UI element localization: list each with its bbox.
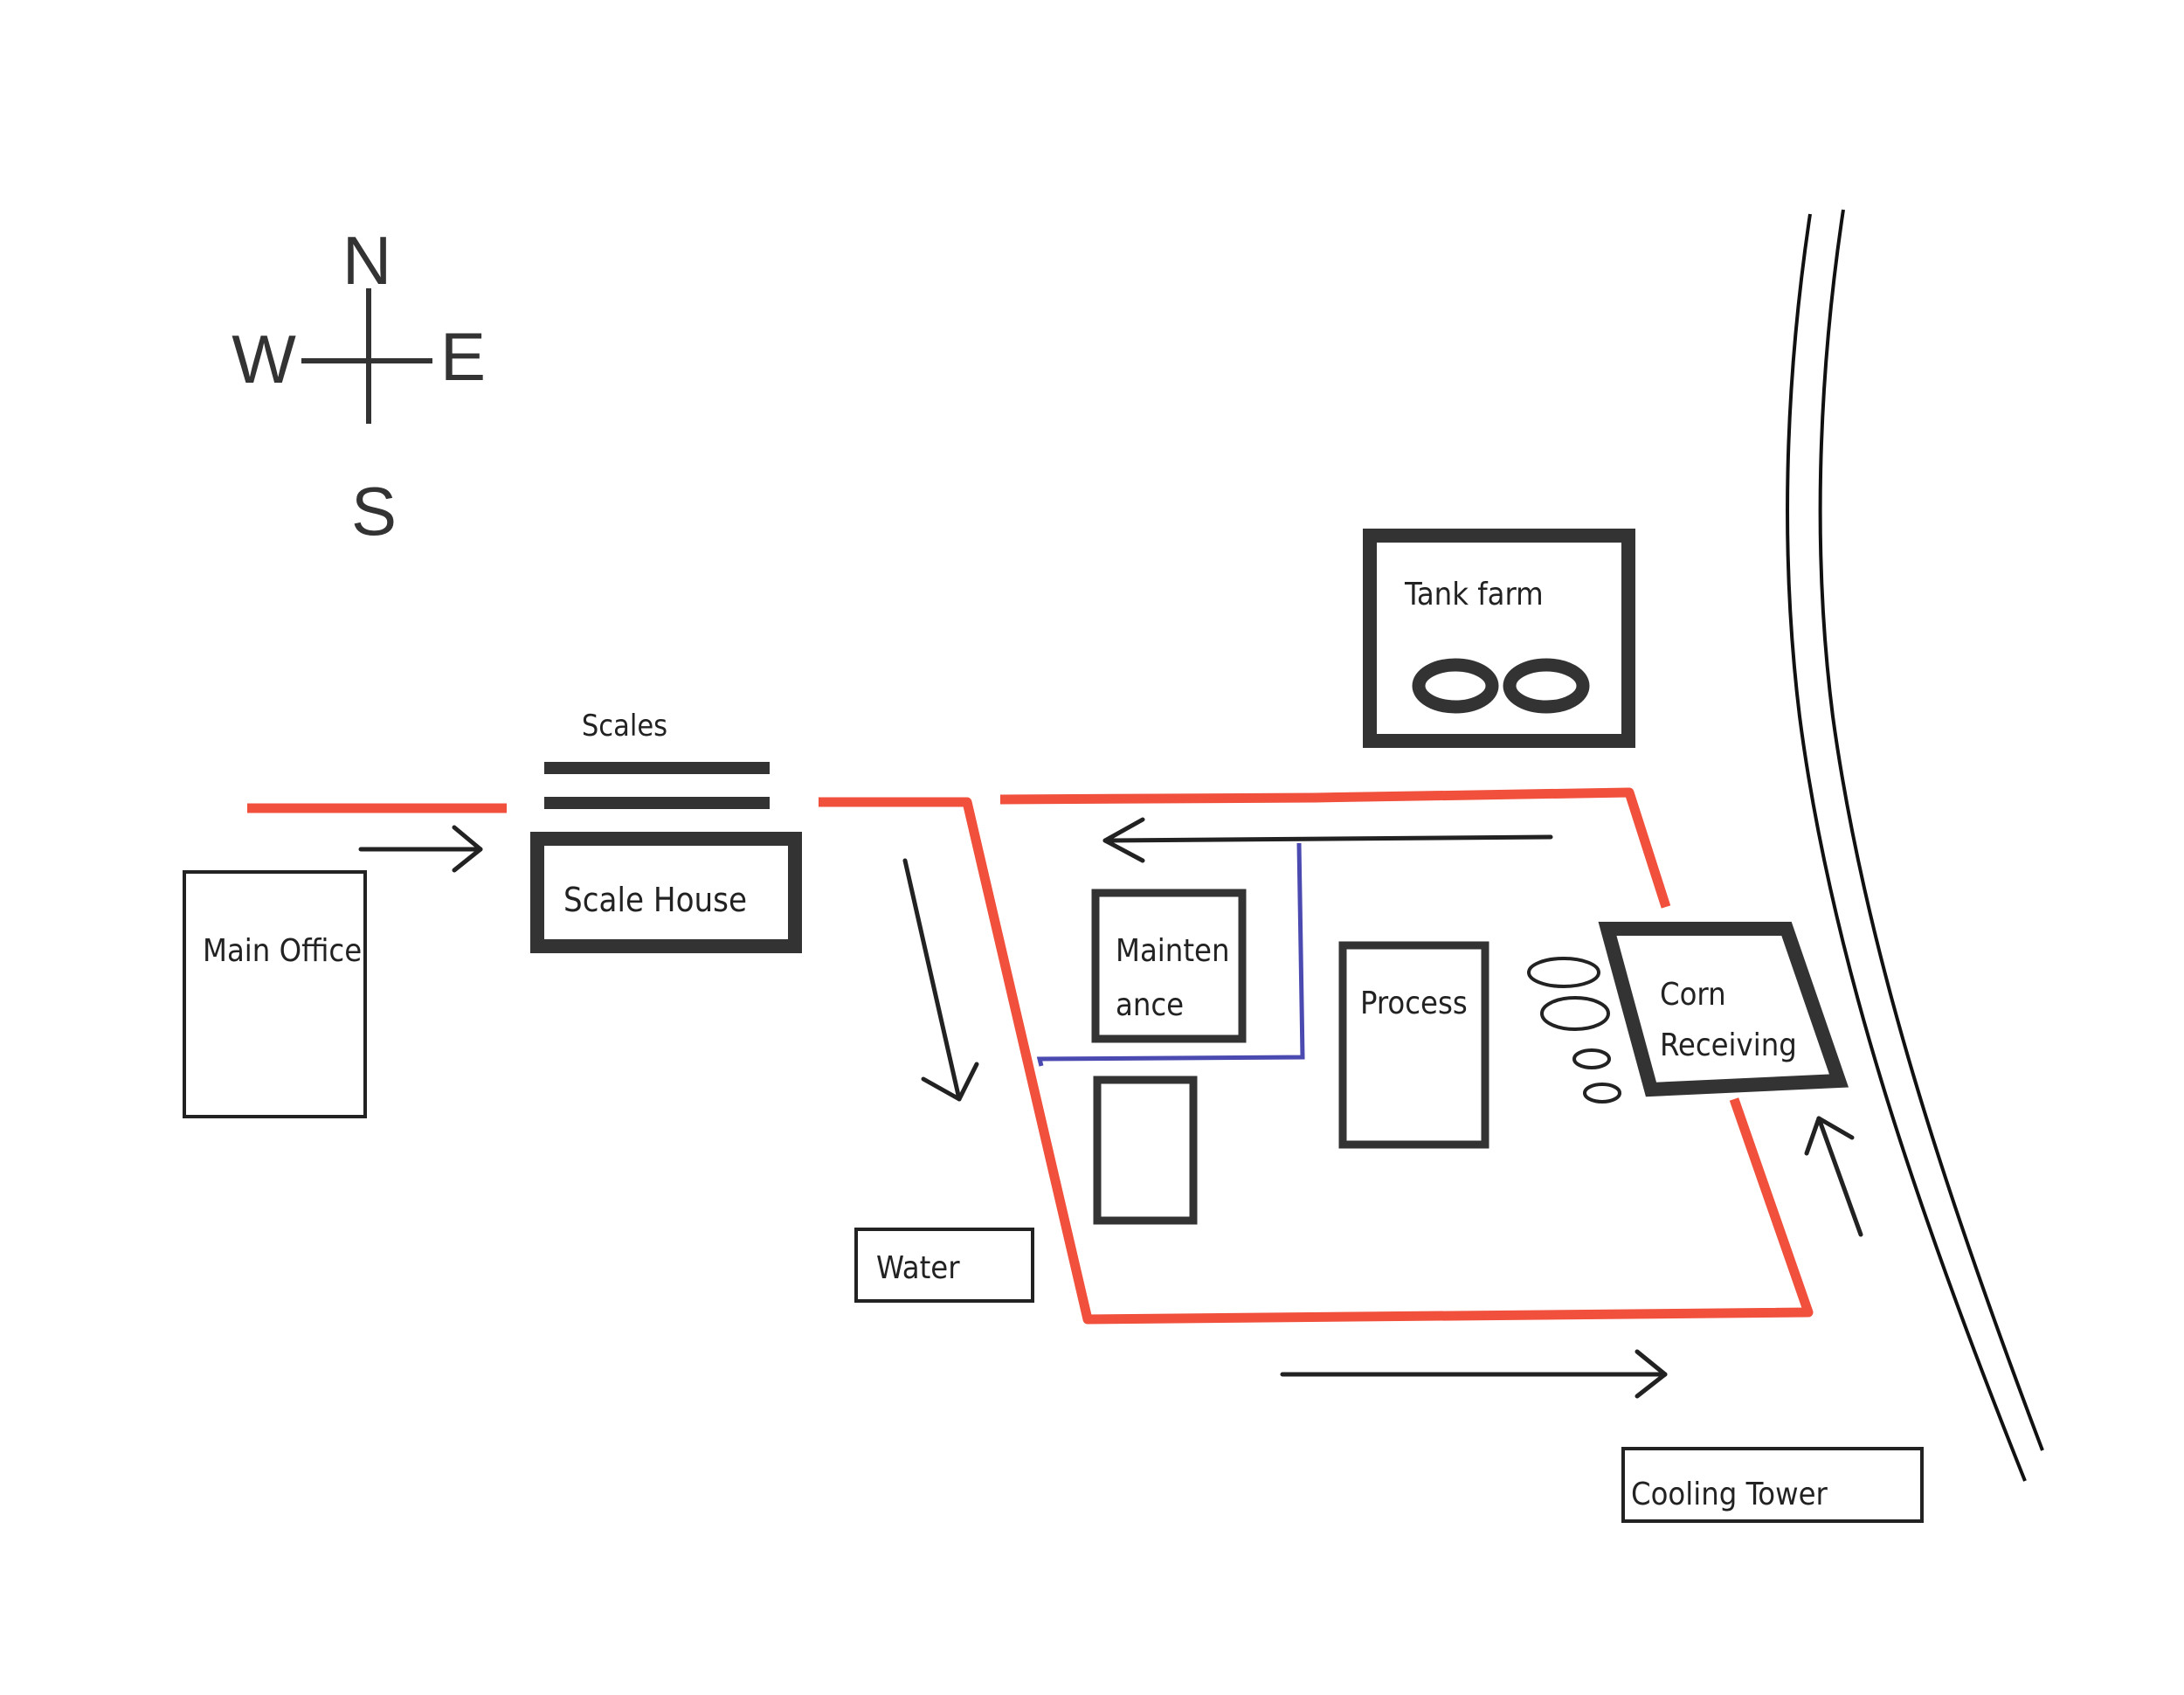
scale-house: Scale House	[530, 832, 802, 953]
compass-west-label: W	[232, 321, 296, 398]
process-building	[1338, 941, 1489, 1149]
process: Process	[1338, 941, 1489, 1149]
tank-farm-label: Tank farm	[1404, 577, 1544, 612]
pipe-line	[1036, 842, 1305, 1067]
maintenance: Mainten ance	[1091, 889, 1247, 1043]
arrow-icon	[358, 825, 483, 873]
scale-bar-1	[544, 762, 770, 774]
process-label: Process	[1360, 986, 1468, 1021]
bin-icon	[1527, 957, 1600, 988]
cooling-tower: Cooling Tower	[1621, 1447, 1924, 1523]
arrow-icon	[1102, 817, 1553, 863]
bin-icon	[1583, 1083, 1621, 1103]
roads	[247, 787, 1814, 1325]
storage-tank-icon	[1412, 658, 1499, 714]
arrow-icon	[1804, 1116, 1863, 1237]
maintenance-label-line1: Mainten	[1116, 933, 1229, 969]
corn-receiving-building	[1598, 922, 1849, 1097]
scales: Scales	[544, 709, 770, 809]
corn-receiving-label-line1: Corn	[1660, 977, 1726, 1013]
compass-north-label: N	[342, 222, 391, 299]
road-north-loop	[999, 787, 1671, 909]
main-office-building	[183, 870, 367, 1118]
boundary-line	[1786, 213, 2027, 1482]
scales-label: Scales	[582, 709, 667, 744]
corn-receiving-label-line2: Receiving	[1660, 1027, 1797, 1063]
scale-house-building	[530, 832, 802, 953]
main-office-label: Main Office	[203, 933, 362, 969]
maintenance-label-line2: ance	[1116, 987, 1184, 1023]
cooling-tower-building	[1621, 1447, 1924, 1523]
unlabeled-building	[1093, 1076, 1198, 1225]
water-building	[854, 1228, 1034, 1303]
cooling-tower-label: Cooling Tower	[1631, 1477, 1828, 1512]
arrow-icon	[902, 858, 979, 1102]
boundary-line	[1818, 209, 2044, 1451]
water: Water	[854, 1228, 1034, 1303]
compass-south-label: S	[351, 473, 397, 550]
tank-farm-building	[1363, 529, 1635, 748]
bin-icon	[1572, 1048, 1611, 1069]
water-label: Water	[876, 1250, 960, 1286]
corn-receiving: Corn Receiving	[1527, 922, 1849, 1103]
scale-bar-2	[544, 797, 770, 809]
compass-east-label: E	[440, 318, 486, 395]
arrow-icon	[1280, 1349, 1668, 1399]
maintenance-building	[1091, 889, 1247, 1043]
east-boundary-lines	[1786, 209, 2044, 1482]
scale-house-label: Scale House	[563, 881, 747, 919]
road-west-loop	[819, 797, 1814, 1325]
tank-farm: Tank farm	[1363, 529, 1635, 748]
traffic-arrows	[358, 817, 1863, 1399]
bin-icon	[1540, 996, 1610, 1031]
compass-rose: N S E W	[232, 222, 486, 550]
storage-tank-icon	[1503, 658, 1590, 714]
main-office: Main Office	[183, 870, 367, 1118]
